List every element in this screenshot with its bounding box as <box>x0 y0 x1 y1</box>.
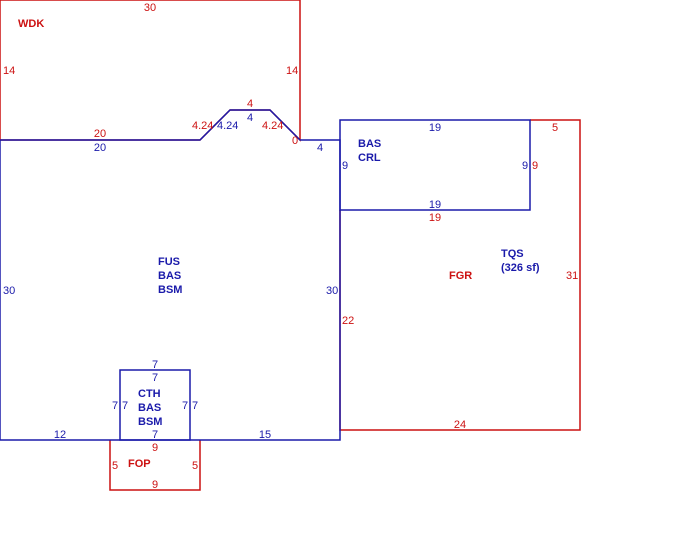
dim-main-left: 30 <box>3 285 15 297</box>
dim-fop-left: 5 <box>112 460 118 472</box>
dim-fop-top: 9 <box>152 442 158 454</box>
main-label-3: BSM <box>158 284 182 296</box>
dim-cth-left-inner: 7 <box>122 400 128 412</box>
dim-bay-right-red: 4.24 <box>262 120 283 132</box>
fop-label: FOP <box>128 458 151 470</box>
dim-fgr-bottom: 24 <box>454 419 466 431</box>
cth-outline <box>119 369 191 441</box>
dim-wdk-bottom: 20 <box>94 128 106 140</box>
crl-label-1: BAS <box>358 138 381 150</box>
dim-fop-right: 5 <box>192 460 198 472</box>
dim-bay-top-blue: 4 <box>247 112 253 124</box>
dim-wdk-left: 14 <box>3 65 15 77</box>
crl-label-2: CRL <box>358 152 381 164</box>
cth-label-3: BSM <box>138 416 162 428</box>
dim-wdk-right: 14 <box>286 65 298 77</box>
dim-fop-bottom: 9 <box>152 479 158 491</box>
wdk-label: WDK <box>18 18 44 30</box>
dim-crl-bottom: 19 <box>429 199 441 211</box>
dim-bay-top-red: 4 <box>247 98 253 110</box>
dim-fgr-inner-top: 19 <box>429 212 441 224</box>
tqs-label-2: (326 sf) <box>501 262 540 274</box>
cth-label-1: CTH <box>138 388 161 400</box>
dim-cth-top-outer: 7 <box>152 359 158 371</box>
wdk-outline <box>0 0 301 142</box>
dim-crl-right: 9 <box>522 160 528 172</box>
dim-bay-zero: 0 <box>292 135 298 147</box>
crl-outline <box>339 119 531 211</box>
fgr-label: FGR <box>449 270 472 282</box>
dim-main-bottom-left: 12 <box>54 429 66 441</box>
blue-outlines <box>0 109 531 441</box>
dim-bay-left-red: 4.24 <box>192 120 213 132</box>
dim-crl-top: 19 <box>429 122 441 134</box>
dim-cth-left-outer: 7 <box>112 400 118 412</box>
dim-cth-bottom: 7 <box>152 429 158 441</box>
dim-fgr-top: 5 <box>552 122 558 134</box>
dim-main-top: 20 <box>94 142 106 154</box>
dim-cth-top-inner: 7 <box>152 372 158 384</box>
dim-cth-right-outer: 7 <box>192 400 198 412</box>
main-label-2: BAS <box>158 270 181 282</box>
dim-main-right: 30 <box>326 285 338 297</box>
tqs-label-1: TQS <box>501 248 524 260</box>
main-label-1: FUS <box>158 256 180 268</box>
dim-bay-left-blue: 4.24 <box>217 120 238 132</box>
dim-fgr-left: 22 <box>342 315 354 327</box>
dim-crl-left: 9 <box>342 160 348 172</box>
fop-outline <box>109 440 201 491</box>
dim-cth-right-inner: 7 <box>182 400 188 412</box>
dim-main-step: 4 <box>317 142 323 154</box>
dim-fgr-right-side: 9 <box>532 160 538 172</box>
dim-fgr-right: 31 <box>566 270 578 282</box>
dim-main-bottom-right: 15 <box>259 429 271 441</box>
dim-wdk-top: 30 <box>144 2 156 14</box>
main-outline <box>0 109 341 441</box>
cth-label-2: BAS <box>138 402 161 414</box>
